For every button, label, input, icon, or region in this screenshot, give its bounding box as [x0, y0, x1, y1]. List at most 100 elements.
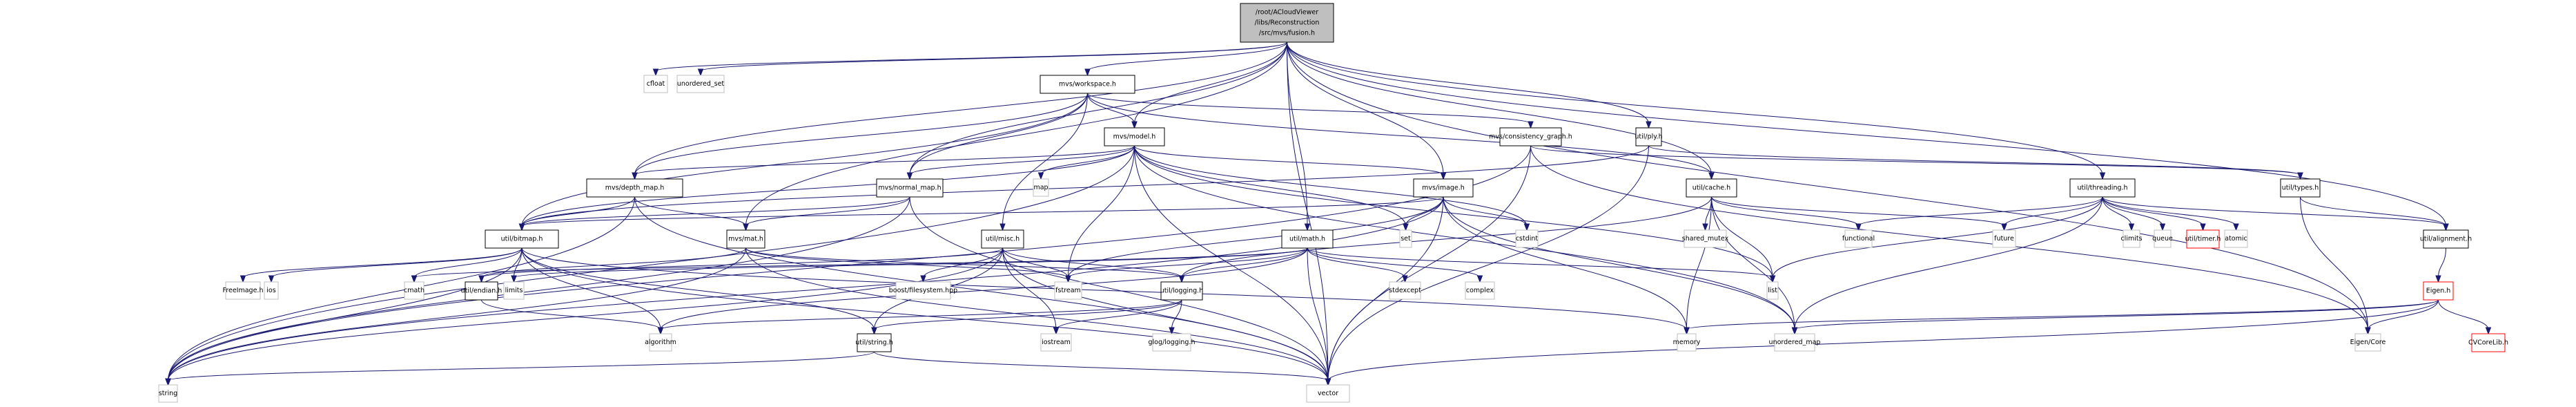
edge-threading-to-unordered_map	[1794, 196, 2103, 330]
arrowhead-root-to-cfloat	[652, 68, 659, 77]
arrowhead-math-to-complex	[1476, 275, 1483, 283]
arrowhead-misc-to-boostfs	[920, 275, 926, 283]
node-complex: complex	[1465, 281, 1495, 300]
edge-root-to-image	[1287, 41, 1444, 176]
arrowhead-math-to-list	[1769, 275, 1776, 283]
node-label-ios: ios	[266, 287, 275, 294]
node-label-fstream: fstream	[1055, 287, 1081, 294]
node-label-unordered_set: unordered_set	[677, 80, 725, 88]
node-workspace[interactable]: mvs/workspace.h	[1040, 75, 1135, 94]
node-depth_map[interactable]: mvs/depth_map.h	[586, 178, 683, 198]
node-eigencore: Eigen/Core	[2350, 333, 2386, 352]
edge-mat-to-vector	[745, 247, 1329, 381]
node-freeimage: FreeImage.h	[223, 281, 263, 300]
nodes-layer: /root/ACloudViewer/libs/Reconstruction/s…	[158, 3, 2508, 403]
node-root[interactable]: /root/ACloudViewer/libs/Reconstruction/s…	[1240, 3, 1334, 43]
node-types[interactable]: util/types.h	[2280, 178, 2321, 198]
edge-root-to-model	[1134, 41, 1287, 124]
node-label-eigencore: Eigen/Core	[2350, 339, 2386, 346]
edge-threading-to-future	[2004, 196, 2103, 227]
edge-root-to-mat	[745, 41, 1287, 227]
node-box-boostfs	[895, 281, 951, 300]
node-box-endian	[465, 281, 498, 301]
node-label-memory: memory	[1673, 339, 1701, 346]
node-label-cfloat: cfloat	[647, 80, 665, 88]
node-model[interactable]: mvs/model.h	[1104, 127, 1165, 146]
node-endian[interactable]: util/endian.h	[461, 281, 502, 301]
node-mat[interactable]: mvs/mat.h	[726, 229, 765, 249]
node-cmath: cmath	[404, 281, 425, 300]
edge-workspace-to-consistency	[1087, 93, 1531, 124]
edge-cache-to-future	[1711, 196, 2004, 227]
node-box-limits	[503, 281, 525, 300]
node-misc[interactable]: util/misc.h	[981, 229, 1024, 249]
node-consistency[interactable]: mvs/consistency_graph.h	[1489, 127, 1572, 146]
node-boostfs: boost/filesystem.hpp	[889, 281, 957, 300]
node-box-complex	[1465, 281, 1495, 300]
arrowhead-model-to-normal_map	[906, 172, 913, 180]
node-label-misc: util/misc.h	[986, 236, 1019, 243]
node-label-vector: vector	[1318, 390, 1338, 397]
node-label-alignment: util/alignment.h	[2420, 236, 2472, 243]
edge-root-to-depth_map	[634, 41, 1287, 176]
edge-model-to-fstream	[1068, 145, 1135, 278]
node-bitmap[interactable]: util/bitmap.h	[485, 229, 559, 249]
edge-types-to-alignment	[2300, 196, 2446, 227]
edge-image-to-fstream	[1068, 196, 1444, 278]
node-math[interactable]: util/math.h	[1281, 229, 1334, 249]
node-eigen[interactable]: Eigen.h	[2423, 281, 2454, 301]
edge-model-to-cstdint	[1134, 145, 1528, 227]
arrowhead-root-to-workspace	[1084, 68, 1091, 77]
node-label-cache: util/cache.h	[1692, 184, 1730, 192]
node-image[interactable]: mvs/image.h	[1413, 178, 1474, 198]
edge-logging-to-ustring	[874, 299, 1182, 330]
node-iostream: iostream	[1040, 333, 1072, 352]
edge-logging-to-glog	[1171, 299, 1182, 330]
node-box-timer	[2186, 229, 2220, 249]
node-cache[interactable]: util/cache.h	[1686, 178, 1737, 198]
node-box-string	[158, 384, 178, 403]
edge-model-to-string	[168, 145, 1135, 381]
node-box-workspace	[1040, 75, 1135, 94]
node-alignment[interactable]: util/alignment.h	[2420, 229, 2472, 249]
node-box-ustring	[857, 333, 892, 352]
edge-normal_map-to-vector	[909, 196, 1329, 381]
node-box-image	[1413, 178, 1474, 198]
node-logging[interactable]: util/logging.h	[1160, 281, 1203, 301]
node-label-ustring: util/string.h	[855, 339, 893, 347]
edge-depth_map-to-mat	[634, 196, 746, 227]
node-queue: queue	[2152, 229, 2173, 248]
node-ply[interactable]: util/ply.h	[1635, 127, 1663, 146]
node-normal_map[interactable]: mvs/normal_map.h	[876, 178, 944, 198]
node-box-iostream	[1040, 333, 1072, 352]
arrowhead-threading-to-climits	[2128, 223, 2135, 231]
node-box-map	[1033, 178, 1049, 197]
edge-misc-to-vector	[1002, 247, 1329, 381]
edge-misc-to-boostfs	[923, 247, 1003, 278]
node-algorithm: algorithm	[645, 333, 676, 352]
edge-misc-to-string	[168, 247, 1003, 381]
node-box-cstdint	[1515, 229, 1539, 248]
node-atomic: atomic	[2224, 229, 2248, 248]
edge-threading-to-climits	[2102, 196, 2132, 227]
node-box-normal_map	[876, 178, 944, 198]
edge-root-to-cfloat	[655, 41, 1287, 72]
node-box-climits	[2123, 229, 2140, 248]
node-list: list	[1766, 281, 1779, 300]
edge-model-to-list	[1134, 145, 1773, 278]
edge-model-to-bitmap	[521, 145, 1135, 227]
edge-normal_map-to-string	[168, 196, 910, 381]
arrowhead-math-to-limits	[511, 275, 517, 283]
edge-math-to-vector	[1307, 247, 1329, 381]
arrowhead-logging-to-ustring	[871, 327, 877, 335]
edge-workspace-to-bitmap	[521, 93, 1088, 227]
arrowhead-threading-to-atomic	[2233, 223, 2239, 231]
arrowhead-math-to-fstream	[1065, 275, 1071, 283]
node-ustring[interactable]: util/string.h	[855, 333, 893, 352]
node-threading[interactable]: util/threading.h	[2069, 178, 2136, 198]
node-box-list	[1766, 281, 1779, 300]
node-limits: limits	[503, 281, 525, 300]
node-box-unordered_map	[1774, 333, 1815, 352]
node-cvcorelib[interactable]: CVCoreLib.h	[2468, 333, 2508, 352]
node-timer[interactable]: util/timer.h	[2185, 229, 2221, 249]
